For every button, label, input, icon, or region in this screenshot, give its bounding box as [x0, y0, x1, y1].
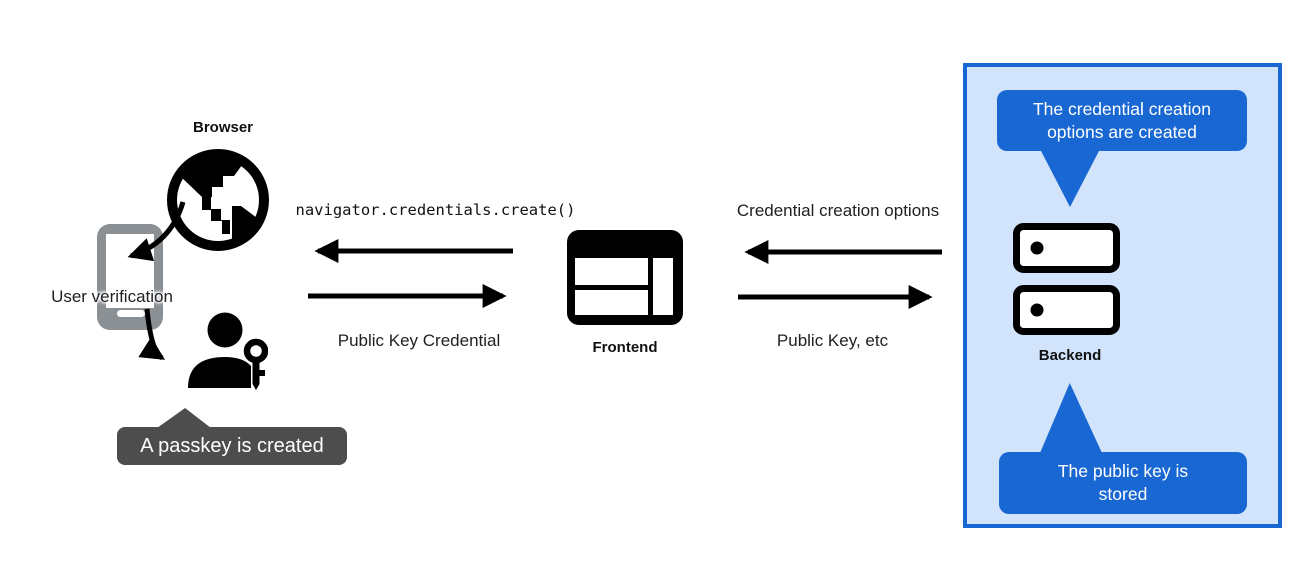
user-with-key-icon	[188, 312, 268, 390]
passkey-created-text: A passkey is created	[140, 434, 324, 457]
passkey-tooltip-pointer	[157, 408, 211, 428]
credential-creation-options-label: Credential creation options	[736, 201, 940, 220]
globe-icon	[167, 149, 269, 251]
server-icon	[1013, 223, 1120, 335]
backend-label: Backend	[1038, 347, 1102, 364]
phone-icon	[97, 224, 163, 330]
user-verification-label: User verification	[51, 287, 173, 306]
frontend-label: Frontend	[592, 339, 658, 356]
passkey-created-tooltip: A passkey is created	[117, 427, 347, 465]
options-created-text: The credential creation options are crea…	[1032, 98, 1212, 142]
create-call-label: navigator.credentials.create()	[295, 201, 576, 219]
key-stored-bubble: The public key is stored	[999, 452, 1247, 514]
browser-label: Browser	[192, 119, 254, 136]
options-created-bubble: The credential creation options are crea…	[997, 90, 1247, 151]
public-key-credential-label: Public Key Credential	[337, 331, 501, 350]
key-stored-text: The public key is stored	[1057, 461, 1189, 504]
browser-window-icon	[567, 230, 683, 325]
public-key-etc-label: Public Key, etc	[776, 331, 889, 350]
